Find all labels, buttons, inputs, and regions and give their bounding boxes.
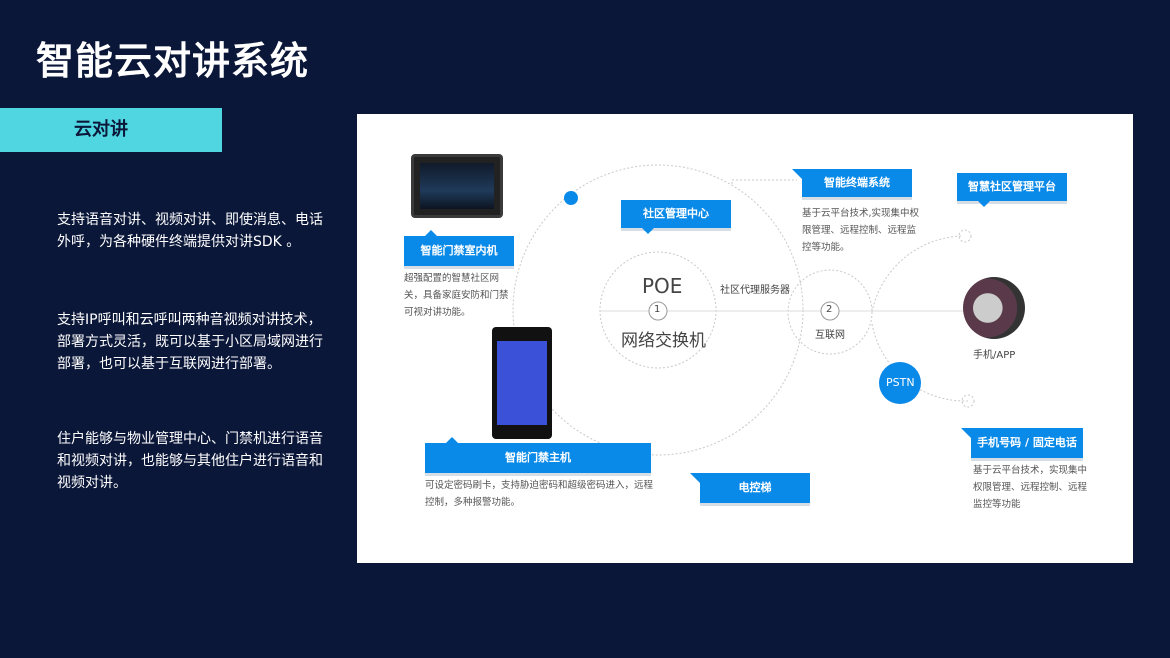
right-arc-bottom — [871, 323, 969, 402]
pstn-label: PSTN — [886, 376, 915, 389]
indoor-unit-callout: 智能门禁室内机 — [404, 230, 514, 266]
phone-app-label: 手机/APP — [973, 350, 1016, 361]
door-host-desc: 可设定密码刷卡，支持胁迫密码和超级密码进入，远程控制，多种报警功能。 — [425, 480, 654, 508]
phone-number-callout: 手机号码 / 固定电话 — [961, 428, 1083, 458]
diagram-panel: POE 1 网络交换机 2 互联网 社区代理服务器 PSTN 手机/APP 智能… — [357, 114, 1133, 563]
page-title: 智能云对讲系统 — [36, 39, 310, 83]
paragraph-2: 支持IP呼叫和云呼叫两种音视频对讲技术，部署方式灵活，既可以基于小区局域网进行部… — [57, 312, 323, 372]
terminal-system-desc: 基于云平台技术,实现集中权限管理、远程控制、远程监控等功能。 — [802, 208, 920, 253]
internet-label: 互联网 — [815, 330, 845, 341]
indoor-unit-image — [411, 154, 503, 218]
elevator-callout: 电控梯 — [690, 473, 810, 503]
diagram-lines — [512, 164, 997, 456]
outer-ring — [512, 164, 804, 456]
management-center-callout: 社区管理中心 — [621, 200, 731, 234]
phone-app-image — [963, 277, 1025, 339]
paragraph-1: 支持语音对讲、视频对讲、即使消息、电话外呼，为各种硬件终端提供对讲SDK 。 — [57, 212, 323, 250]
terminal-system-callout: 智能终端系统 — [792, 169, 912, 197]
platform-callout: 智慧社区管理平台 — [957, 173, 1067, 207]
poe-label: POE — [642, 274, 683, 298]
switch-label: 网络交换机 — [621, 331, 706, 351]
proxy-server-label: 社区代理服务器 — [720, 285, 790, 296]
door-host-callout: 智能门禁主机 — [425, 437, 651, 473]
paragraph-3: 住户能够与物业管理中心、门禁机进行语音和视频对讲，也能够与其他住户进行语音和视频… — [57, 431, 323, 491]
node-1: 1 — [654, 304, 661, 315]
poe-ring — [599, 251, 717, 369]
phone-number-desc: 基于云平台技术，实现集中权限管理、远程控制、远程监控等功能 — [973, 465, 1088, 510]
node-2: 2 — [826, 304, 833, 315]
door-host-image — [492, 327, 552, 439]
indoor-unit-desc: 超强配置的智慧社区网关，具备家庭安防和门禁可视对讲功能。 — [404, 273, 509, 318]
section-tag: 云对讲 — [0, 108, 222, 152]
